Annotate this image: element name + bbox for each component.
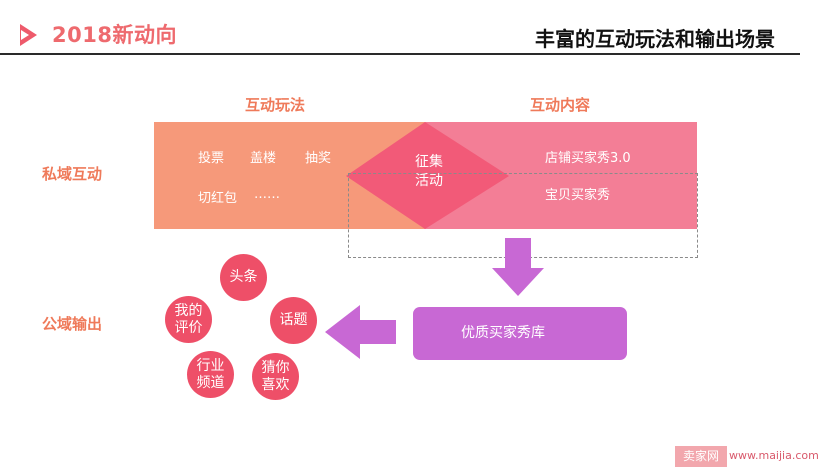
channel-label-line2: 评价: [174, 319, 203, 336]
private-interaction-band: [154, 122, 697, 229]
collection-activity-label: 征集 活动: [398, 153, 460, 191]
row-label-private: 私域互动: [42, 165, 103, 183]
channel-circle-topics: 话题: [270, 297, 317, 344]
channel-label-line1: 我的: [174, 302, 203, 319]
brand-title: 2018新动向: [52, 23, 177, 47]
content-item-shop-show: 店铺买家秀3.0: [545, 151, 631, 166]
left-arrow-icon: [325, 305, 396, 359]
header-divider: [0, 53, 800, 55]
content-item-product-show: 宝贝买家秀: [545, 188, 611, 203]
channel-label-line2: 频道: [196, 374, 225, 391]
gameplay-item-vote: 投票: [198, 151, 225, 166]
channel-circle-industry: 行业 频道: [187, 351, 234, 398]
page-title: 丰富的互动玩法和输出场景: [535, 27, 775, 51]
column-label-gameplay: 互动玩法: [245, 96, 306, 114]
gameplay-item-red-packet: 切红包: [198, 191, 238, 206]
gameplay-item-ellipsis: ……: [254, 187, 280, 202]
watermark-logo: 卖家网: [675, 446, 727, 467]
gameplay-item-building: 盖楼: [250, 151, 277, 166]
collection-label-line1: 征集: [415, 154, 443, 170]
collection-label-line2: 活动: [415, 173, 443, 189]
row-label-public: 公域输出: [42, 315, 103, 333]
channel-label: 话题: [279, 312, 308, 328]
quality-show-library-box: [413, 307, 627, 360]
channel-circle-my-reviews: 我的 评价: [165, 296, 212, 343]
channel-circle-guess-like: 猜你 喜欢: [252, 353, 299, 400]
quality-show-library-label: 优质买家秀库: [461, 325, 545, 341]
channel-label-line1: 行业: [196, 357, 225, 374]
channel-label-line2: 喜欢: [261, 376, 290, 393]
channel-circle-headlines: 头条: [220, 254, 267, 301]
down-arrow-icon: [492, 238, 544, 296]
column-label-content: 互动内容: [530, 96, 591, 114]
logo-triangle-inner-icon: [21, 30, 29, 40]
watermark-url: www.maijia.com: [729, 449, 819, 462]
channel-label-line1: 猜你: [261, 359, 290, 376]
collection-diamond: [346, 122, 509, 229]
channel-label: 头条: [229, 269, 258, 285]
gameplay-item-lottery: 抽奖: [305, 151, 332, 166]
